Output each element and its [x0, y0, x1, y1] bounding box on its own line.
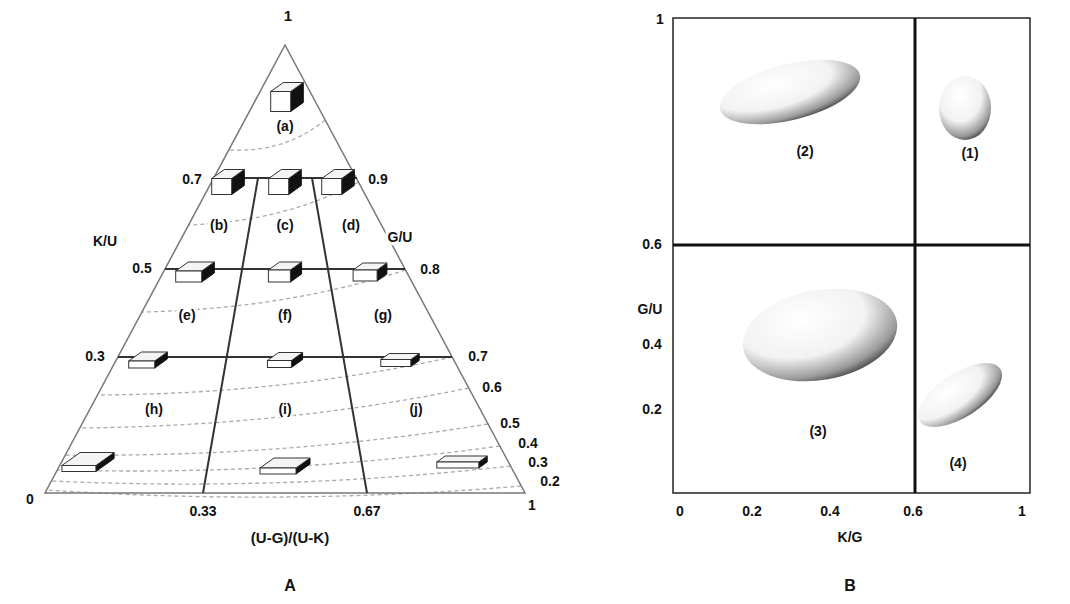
- block-shapes: [62, 83, 487, 475]
- axis-label: K/G: [836, 530, 865, 545]
- axis-label: 0.67: [351, 504, 382, 519]
- axis-label: 0.2: [640, 402, 663, 417]
- axis-label: (d): [340, 218, 362, 233]
- isoline: [142, 270, 406, 312]
- isoline: [80, 388, 469, 428]
- block: [437, 456, 487, 468]
- axis-label: 0.4: [516, 436, 539, 451]
- axis-label: 0.5: [498, 416, 521, 431]
- zingg-plot: [673, 18, 1030, 493]
- block: [322, 170, 355, 195]
- axis-label: 0: [24, 492, 36, 507]
- axis-label: 0.7: [180, 172, 203, 187]
- axis-label: 0.7: [466, 349, 489, 364]
- isoline: [47, 486, 522, 497]
- axis-label: 0.33: [187, 504, 218, 519]
- axis-label: 1: [1016, 504, 1028, 519]
- ellipsoid: [713, 47, 866, 136]
- axis-label: 1: [282, 8, 294, 25]
- axis-label: (4): [947, 456, 968, 471]
- block: [176, 262, 215, 282]
- axis-label: 0.8: [418, 262, 441, 277]
- ellipsoid: [939, 76, 991, 140]
- block: [260, 458, 310, 474]
- axis-label: 0.5: [130, 261, 153, 276]
- axis-label: 0.9: [366, 172, 389, 187]
- axis-label: (a): [274, 119, 295, 134]
- axis-label: 0.4: [640, 337, 663, 352]
- axis-label: K/U: [91, 234, 119, 249]
- block: [267, 353, 302, 368]
- ellipsoid: [908, 350, 1012, 439]
- axis-label: 0.4: [818, 504, 841, 519]
- axis-label: 0.6: [901, 504, 924, 519]
- isoline: [98, 357, 453, 395]
- axis-label: 0.3: [526, 455, 549, 470]
- axis-label: (1): [959, 146, 980, 161]
- axis-label: (U-G)/(U-K): [249, 530, 331, 547]
- axis-label: (h): [143, 402, 165, 417]
- block: [353, 263, 387, 281]
- dashed-isolines: [47, 120, 522, 497]
- axis-label: (3): [807, 424, 828, 439]
- block: [271, 83, 304, 112]
- axis-label: (c): [274, 218, 295, 233]
- axis-label: 0.2: [538, 474, 561, 489]
- axis-label: 0.2: [740, 504, 763, 519]
- axis-label: 0.6: [640, 237, 663, 252]
- axis-label: 0.3: [83, 349, 106, 364]
- axis-label: G/U: [636, 302, 665, 317]
- axis-label: 0: [674, 504, 686, 519]
- axis-label: B: [842, 577, 858, 595]
- axis-label: 1: [654, 12, 666, 27]
- axis-label: (f): [276, 308, 294, 323]
- block: [381, 354, 419, 367]
- block: [269, 170, 302, 195]
- axis-label: (b): [208, 218, 230, 233]
- axis-label: G/U: [386, 230, 415, 245]
- axis-label: (2): [794, 144, 815, 159]
- class-boundaries: [118, 178, 452, 493]
- block: [212, 170, 245, 195]
- axis-label: (i): [276, 402, 293, 417]
- isoline: [65, 424, 488, 455]
- axis-label: 1: [526, 498, 538, 513]
- block: [129, 352, 168, 368]
- axis-label: (j): [407, 402, 424, 417]
- axis-label: (g): [372, 308, 394, 323]
- axis-label: (e): [176, 308, 197, 323]
- isoline: [51, 466, 510, 484]
- axis-label: A: [282, 577, 298, 595]
- isoline: [57, 446, 500, 471]
- block: [62, 453, 114, 472]
- ternary-triangle: [45, 45, 525, 493]
- axis-label: 0.6: [480, 380, 503, 395]
- ellipsoid: [735, 277, 904, 393]
- block: [268, 262, 301, 282]
